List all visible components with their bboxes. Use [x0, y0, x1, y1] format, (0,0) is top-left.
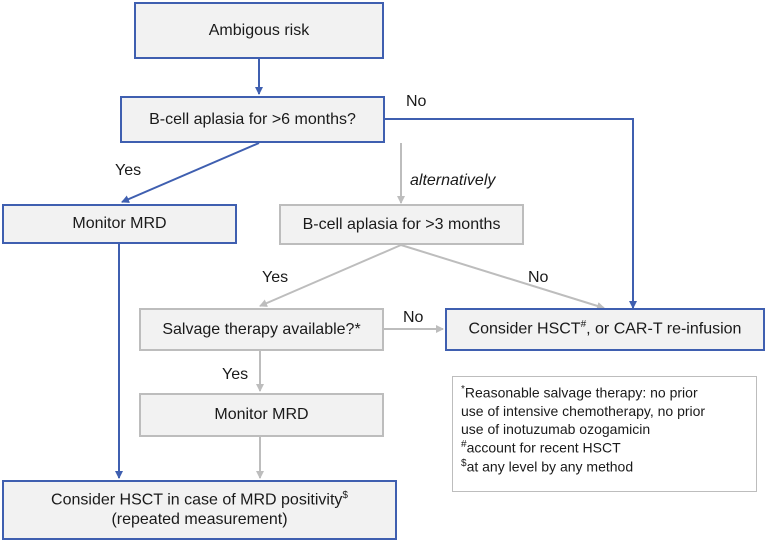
label-no-right: No [528, 269, 549, 286]
node-consider-hsct-mrd-line1: Consider HSCT in case of MRD positivity$ [51, 489, 348, 509]
node-ambiguous-risk-label: Ambigous risk [208, 21, 310, 39]
node-monitor-mrd-1-label: Monitor MRD [72, 215, 167, 232]
node-monitor-mrd-2: Monitor MRD [139, 393, 384, 437]
footnote-line-3: use of inotuzumab ozogamicin [461, 421, 651, 438]
node-bcell-aplasia-3-months: B-cell aplasia for >3 months [279, 204, 524, 245]
edge-bcell3-to-salvage [259, 244, 402, 307]
node-bcell-aplasia-6-months-label: B-cell aplasia for >6 months? [149, 110, 356, 128]
footnote-line-4: #account for recent HSCT [461, 439, 621, 456]
node-salvage-therapy-label: Salvage therapy available?* [162, 320, 361, 338]
label-alternatively: alternatively [410, 172, 496, 189]
node-bcell-aplasia-6-months: B-cell aplasia for >6 months? [120, 96, 385, 143]
node-ambiguous-risk: Ambigous risk [134, 2, 384, 59]
node-consider-hsct-label: Consider HSCT#, or CAR-T re-infusion [468, 319, 742, 338]
edge-bcell3-to-hsct [400, 244, 605, 310]
label-yes-salvage: Yes [222, 366, 249, 383]
label-yes-mid: Yes [262, 269, 289, 286]
edge-bcell6-to-monitor1 [121, 142, 260, 203]
label-yes-left: Yes [115, 162, 142, 179]
node-consider-hsct-mrd: Consider HSCT in case of MRD positivity$… [2, 480, 397, 540]
node-bcell-aplasia-3-months-label: B-cell aplasia for >3 months [302, 215, 501, 233]
footnote-line-2: use of intensive chemotherapy, no prior [461, 402, 706, 419]
label-no-top: No [406, 93, 427, 110]
footnote-line-1: *Reasonable salvage therapy: no prior [461, 384, 698, 401]
node-monitor-mrd-1: Monitor MRD [2, 204, 237, 244]
footnote-box: *Reasonable salvage therapy: no prior us… [452, 376, 757, 492]
hash-marker: # [580, 319, 587, 331]
edge-bcell6-to-hsct [385, 118, 637, 309]
dollar-marker: $ [342, 489, 348, 501]
label-no-salvage: No [403, 309, 424, 326]
node-salvage-therapy: Salvage therapy available?* [139, 308, 384, 351]
node-consider-hsct: Consider HSCT#, or CAR-T re-infusion [445, 308, 765, 351]
node-consider-hsct-mrd-line2: (repeated measurement) [111, 511, 288, 529]
footnote-line-5: $at any level by any method [461, 458, 634, 475]
node-monitor-mrd-2-label: Monitor MRD [214, 406, 309, 423]
